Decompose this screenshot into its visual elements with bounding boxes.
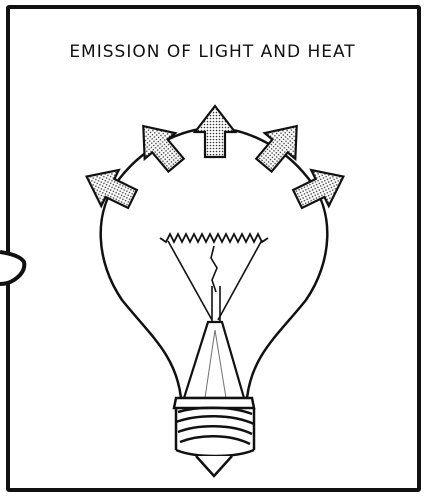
screw-base bbox=[174, 398, 254, 476]
light-bulb-icon bbox=[101, 128, 328, 476]
speech-tail-icon bbox=[0, 252, 24, 284]
